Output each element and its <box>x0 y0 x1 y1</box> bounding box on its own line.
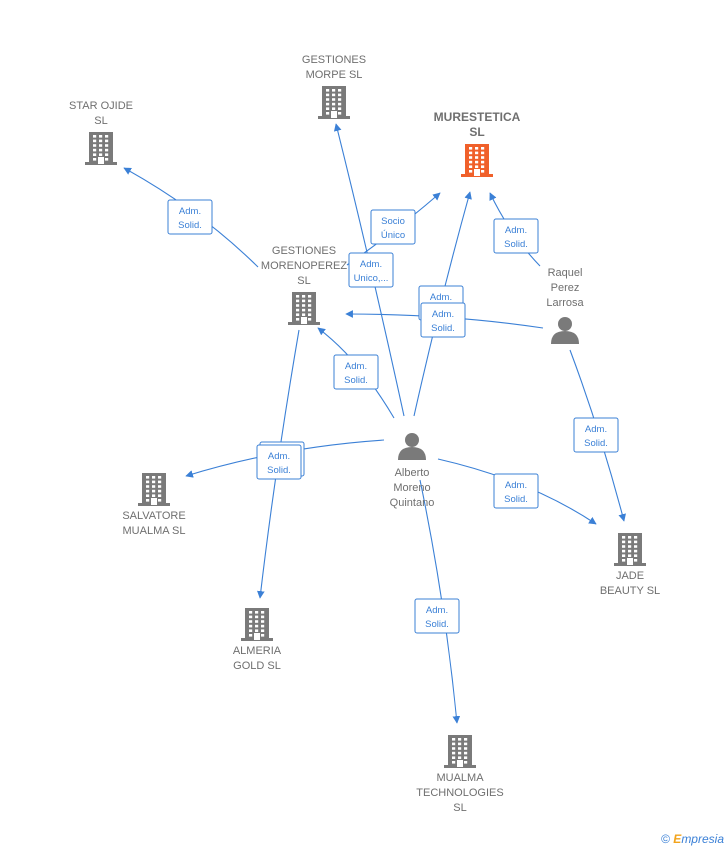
node-label-line: MORENOPEREZ <box>261 260 347 272</box>
edge-label-alberto-to-mualma[interactable]: Adm. Solid. <box>414 598 460 634</box>
edge-label-line: Solid. <box>431 323 455 334</box>
edge-labels-layer: Adm.Solid.SocioÚnicoAdm.Unico,...Adm.Sol… <box>167 199 619 634</box>
edge-label-box <box>167 199 213 235</box>
node-label-line: MURESTETICA <box>434 110 521 124</box>
edge-label-line: Solid. <box>504 494 528 505</box>
edge-label-box <box>420 302 466 338</box>
node-label-line: STAR OJIDE <box>69 100 133 112</box>
node-label-line: Moreno <box>393 482 430 494</box>
edge-label-box <box>414 598 460 634</box>
edge-label-line: Adm. <box>432 309 454 320</box>
edge-label-line: Adm. <box>268 451 290 462</box>
edge-label-line: Adm. <box>430 292 452 303</box>
edge-label-box <box>573 417 619 453</box>
edge-label-line: Adm. <box>505 225 527 236</box>
node-label-line: MORPE SL <box>306 69 363 81</box>
node-label-line: MUALMA SL <box>123 525 186 537</box>
edge-label-box <box>493 473 539 509</box>
edge-label-line: Solid. <box>584 438 608 449</box>
edge-label-line: Adm. <box>585 424 607 435</box>
building-icon <box>288 292 320 325</box>
node-label-line: Larrosa <box>546 297 584 309</box>
building-icon <box>318 86 350 119</box>
edge-label-line: Adm. <box>179 206 201 217</box>
node-label-line: GESTIONES <box>302 54 366 66</box>
edge-label-alberto-to-morpe[interactable]: Adm. Unico,... <box>348 252 394 288</box>
node-label-line: MUALMA <box>436 772 484 784</box>
node-label-line: SL <box>469 125 484 139</box>
edge-label-line: Solid. <box>267 465 291 476</box>
edge-label-box <box>333 354 379 390</box>
edge-label-alberto-to-morenoperez[interactable]: Adm. Solid. <box>333 354 379 390</box>
node-starojide[interactable]: STAR OJIDE SL <box>69 100 133 165</box>
edge-label-line: Único <box>381 230 405 241</box>
edge-label-raquel-to-jade[interactable]: Adm. Solid. <box>573 417 619 453</box>
node-almeria[interactable]: ALMERIA GOLD SL <box>233 608 282 672</box>
node-jade[interactable]: JADE BEAUTY SL <box>600 533 660 597</box>
node-label-line: BEAUTY SL <box>600 585 660 597</box>
node-label-line: SL <box>453 802 466 814</box>
edge-label-alberto-to-jade[interactable]: Adm. Solid. <box>493 473 539 509</box>
node-label-line: Alberto <box>395 467 430 479</box>
person-icon <box>551 317 579 344</box>
building-icon <box>85 132 117 165</box>
building-icon <box>614 533 646 566</box>
edge-label-morenoperez-to-almeria[interactable]: Adm. Solid. <box>256 444 302 480</box>
edge-label-box <box>493 218 539 254</box>
building-icon <box>241 608 273 641</box>
edge-label-line: Solid. <box>178 220 202 231</box>
edge-label-line: Socio <box>381 216 405 227</box>
node-morpe[interactable]: GESTIONES MORPE SL <box>302 54 366 119</box>
node-label-line: GESTIONES <box>272 245 336 257</box>
edge-label-raquel-to-morenoperez[interactable]: Adm. Solid. <box>420 302 466 338</box>
empresia-logo: Empresia <box>673 832 724 846</box>
edge-label-line: Adm. <box>505 480 527 491</box>
edge-label-morenoperez-to-starojide[interactable]: Adm. Solid. <box>167 199 213 235</box>
building-icon <box>461 144 493 177</box>
node-label-line: TECHNOLOGIES <box>416 787 503 799</box>
building-icon <box>444 735 476 768</box>
person-icon <box>398 433 426 460</box>
node-mualma[interactable]: MUALMA TECHNOLOGIES SL <box>416 735 504 814</box>
edge-label-line: Solid. <box>425 619 449 630</box>
node-label-line: Perez <box>551 282 580 294</box>
empresia-credit[interactable]: © Empresia <box>661 832 724 846</box>
edge-label-line: Unico,... <box>354 273 389 284</box>
node-label-line: GOLD SL <box>233 660 281 672</box>
node-label-line: JADE <box>616 570 644 582</box>
node-label-line: Quintano <box>390 497 435 509</box>
building-icon <box>138 473 170 506</box>
edge-label-line: Adm. <box>426 605 448 616</box>
node-label-line: ALMERIA <box>233 645 282 657</box>
edge-label-line: Solid. <box>344 375 368 386</box>
edge-label-line: Solid. <box>504 239 528 250</box>
copyright-symbol: © <box>661 832 670 846</box>
node-morenoperez[interactable]: GESTIONES MORENOPEREZ SL <box>261 245 347 325</box>
edge-label-box <box>370 209 416 245</box>
edge-label-box <box>256 444 302 480</box>
edge-label-line: Adm. <box>345 361 367 372</box>
node-label-line: SL <box>297 275 310 287</box>
node-label-line: Raquel <box>548 267 583 279</box>
edge-label-line: Adm. <box>360 259 382 270</box>
edge-label-raquel-to-murestetica[interactable]: Adm. Solid. <box>493 218 539 254</box>
node-salvatore[interactable]: SALVATORE MUALMA SL <box>122 473 186 537</box>
edge-label-box <box>348 252 394 288</box>
node-label-line: SL <box>94 115 107 127</box>
node-label-line: SALVATORE <box>122 510 185 522</box>
